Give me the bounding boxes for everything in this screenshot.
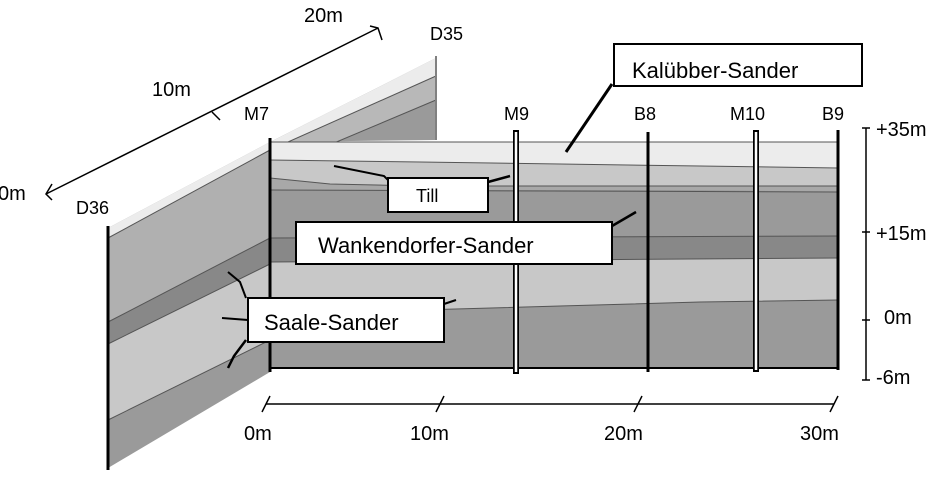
side-panel-boundary-3 — [107, 263, 271, 345]
side-panel-wankendorfer-band — [108, 238, 270, 344]
front-scale-label-20: 20m — [604, 423, 643, 445]
front-boundary-2 — [269, 177, 838, 187]
label-wankendorfer-sander: Wankendorfer-Sander — [295, 210, 637, 265]
back-panel-boundary-1 — [269, 75, 437, 151]
depth-label-plus15: +15m — [876, 223, 927, 245]
borehole-label-d35: D35 — [430, 24, 463, 44]
side-panel-d36-m7 — [107, 142, 271, 468]
depth-label-minus6: -6m — [876, 367, 910, 389]
label-wankendorfer-text: Wankendorfer-Sander — [318, 233, 534, 258]
borehole-label-b9: B9 — [822, 104, 844, 124]
side-panel-boundary-1 — [107, 149, 271, 239]
label-kalubber-sander: Kalübber-Sander — [564, 43, 863, 153]
side-panel-upper-layer — [108, 150, 270, 322]
front-boundary-1 — [269, 159, 839, 169]
front-distance-scale — [261, 395, 839, 413]
label-kalubber-text: Kalübber-Sander — [632, 58, 798, 83]
front-scale-label-30: 30m — [800, 423, 839, 445]
depth-scale — [862, 127, 870, 381]
borehole-label-m9: M9 — [504, 104, 529, 124]
side-scale-label-20: 20m — [304, 5, 343, 27]
label-till: Till — [333, 165, 511, 213]
back-panel-surface-layer — [270, 58, 436, 150]
borehole-label-d36: D36 — [76, 198, 109, 218]
side-scale-label-0: 0m — [0, 183, 26, 205]
label-saale-text: Saale-Sander — [264, 310, 399, 335]
front-scale-label-0: 0m — [244, 423, 272, 445]
side-panel-saale-layer — [108, 264, 270, 420]
label-till-text: Till — [416, 186, 438, 206]
side-panel-boundary-4 — [107, 339, 271, 421]
side-panel-boundary-2 — [107, 237, 271, 323]
depth-label-zero: 0m — [884, 307, 912, 329]
borehole-label-m10: M10 — [730, 104, 765, 124]
front-boundary-3 — [269, 189, 839, 193]
label-saale-sander: Saale-Sander — [221, 271, 457, 369]
front-scale-label-10: 10m — [410, 423, 449, 445]
side-distance-scale — [45, 25, 383, 201]
depth-label-plus35: +35m — [876, 119, 927, 141]
side-scale-label-10: 10m — [152, 79, 191, 101]
borehole-label-m7: M7 — [244, 104, 269, 124]
borehole-label-b8: B8 — [634, 104, 656, 124]
side-panel-surface-layer — [108, 142, 270, 238]
